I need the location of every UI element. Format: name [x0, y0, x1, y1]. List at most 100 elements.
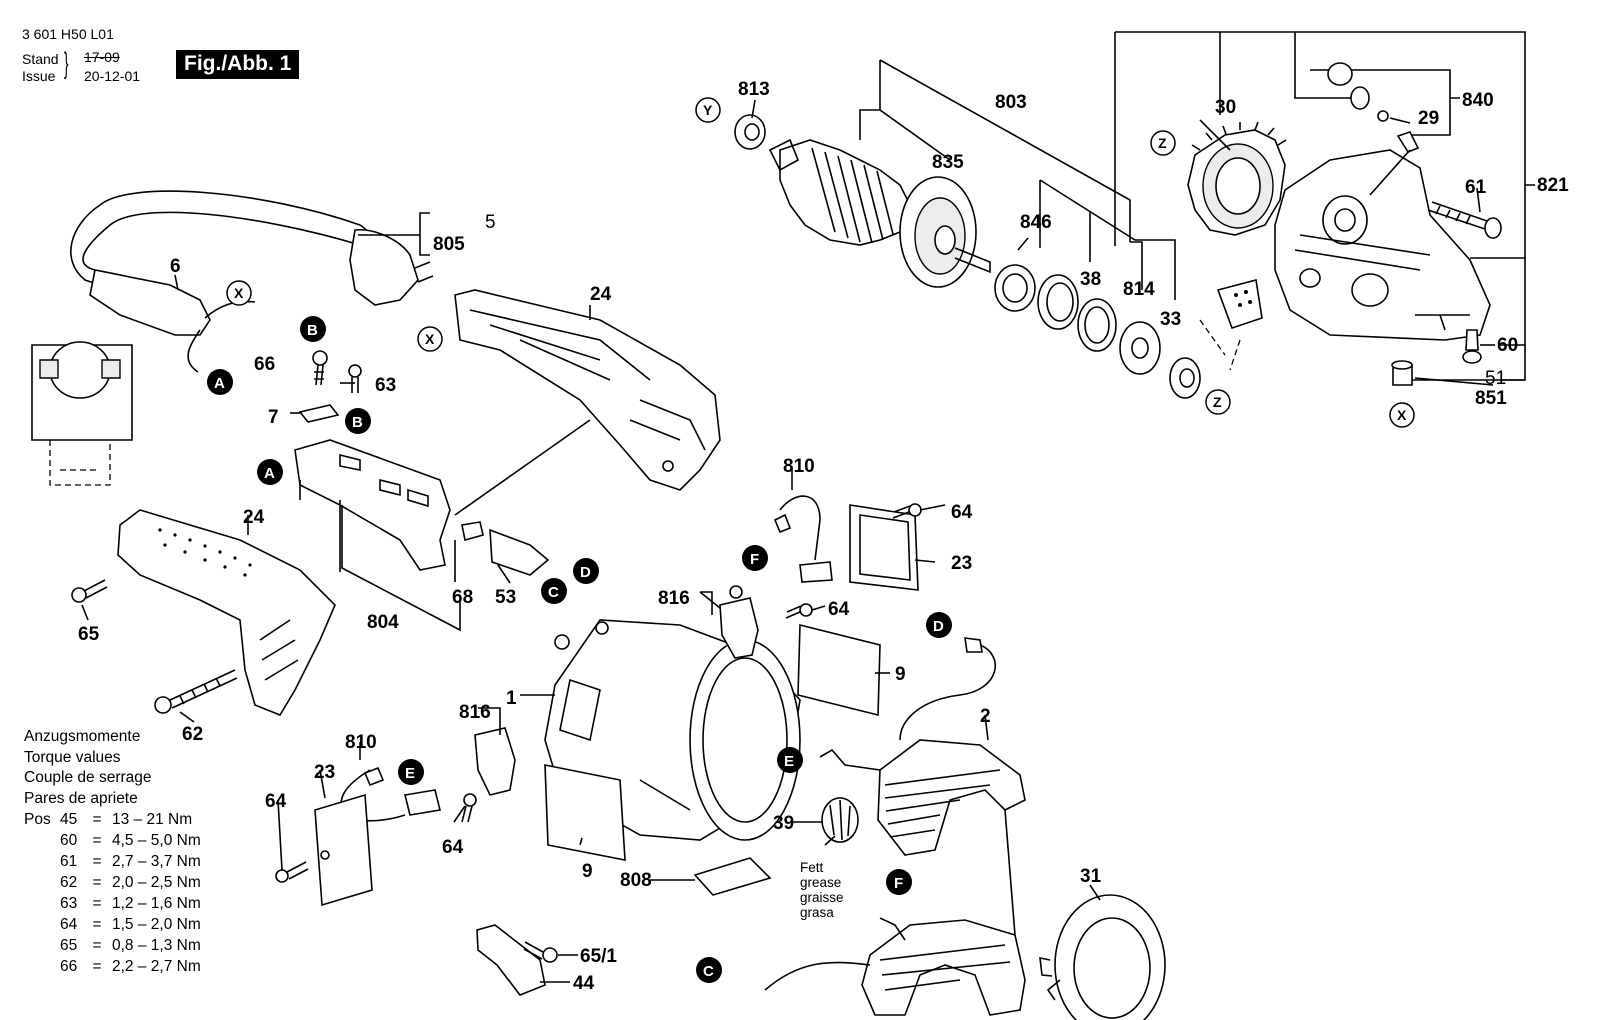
torque-value: 2,0 – 2,5 Nm	[112, 874, 201, 891]
screw-66	[312, 350, 328, 386]
stand-date: 17-09	[84, 49, 120, 65]
grease-note-de: Fett	[800, 860, 824, 875]
gear-housing	[1274, 149, 1491, 341]
label-24-upper: 24	[590, 284, 612, 305]
label-62: 62	[182, 724, 203, 745]
torque-row: 66=2,2 – 2,7 Nm	[24, 956, 207, 977]
brush-holder-816-lower	[474, 727, 516, 796]
callout-e-housing-letter: E	[784, 753, 794, 770]
torque-row: 60=4,5 – 5,0 Nm	[24, 830, 207, 851]
label-840: 840	[1462, 90, 1494, 111]
callout-y-letter: Y	[703, 102, 713, 118]
bearing-813	[734, 114, 766, 150]
torque-row: 61=2,7 – 3,7 Nm	[24, 851, 207, 872]
handle-shell-24-lower	[117, 509, 336, 716]
callout-x-handle-letter: X	[425, 331, 435, 347]
callout-e-brush	[398, 759, 424, 785]
equals-sign: =	[92, 811, 102, 828]
label-805: 805	[433, 234, 465, 255]
torque-title-de: Anzugsmomente	[24, 728, 141, 745]
brush-holder-schematic	[31, 341, 133, 486]
black-callouts: B A B A D C F D E E F C	[207, 316, 952, 983]
callout-b-cord-letter: B	[307, 322, 318, 339]
callout-b-switch-letter: B	[352, 414, 363, 431]
torque-value: 4,5 – 5,0 Nm	[112, 832, 201, 849]
label-24-lower: 24	[243, 507, 265, 528]
pos-label: Pos	[24, 811, 51, 828]
label-31: 31	[1080, 866, 1102, 887]
bracket-44	[476, 924, 546, 996]
callout-x-cord	[226, 280, 252, 306]
pos-number: 65	[60, 937, 78, 954]
washer-846	[1037, 274, 1079, 330]
label-803: 803	[995, 92, 1027, 113]
pos-number: 61	[60, 853, 78, 870]
figure-label: Fig./Abb. 1	[176, 50, 300, 79]
label-29: 29	[1418, 108, 1439, 129]
callout-a-cord-letter: A	[214, 375, 225, 392]
pos-number: 62	[60, 874, 78, 891]
callout-x-cord-letter: X	[234, 285, 244, 301]
issue-label: Issue	[22, 68, 56, 84]
label-813: 813	[738, 79, 770, 100]
callout-y	[695, 97, 721, 123]
callout-f-brush	[742, 545, 768, 571]
bracket-803	[859, 59, 1143, 290]
screw-62	[154, 669, 238, 714]
callout-b-cord	[300, 316, 326, 342]
label-835: 835	[932, 152, 964, 173]
callout-a-switch-letter: A	[264, 465, 275, 482]
equals-sign: =	[92, 937, 102, 954]
field-coil-wire-upper	[899, 637, 996, 741]
cover-23-lower	[314, 793, 373, 907]
bevel-gear-30	[1187, 121, 1287, 236]
label-1: 1	[506, 688, 517, 709]
callout-d-coil-letter: D	[933, 618, 944, 635]
label-60: 60	[1497, 335, 1518, 356]
field-coil-lower	[764, 917, 1026, 1016]
callout-a-switch	[257, 459, 283, 485]
issue-date: 20-12-01	[84, 68, 141, 84]
torque-value: 2,7 – 3,7 Nm	[112, 853, 201, 870]
pos-number: 60	[60, 832, 78, 849]
armature-835	[768, 138, 991, 288]
torque-value: 0,8 – 1,3 Nm	[112, 937, 201, 954]
label-9-upper: 9	[895, 664, 906, 685]
label-851: 851	[1475, 388, 1507, 409]
handle-shell-24	[454, 289, 721, 491]
label-65-1: 65/1	[580, 946, 617, 967]
callout-x-right	[1389, 402, 1415, 428]
ring-38	[1077, 298, 1117, 352]
torque-value: 1,2 – 1,6 Nm	[112, 895, 201, 912]
label-39: 39	[773, 813, 794, 834]
label-30: 30	[1215, 97, 1236, 118]
label-9-upper	[797, 623, 881, 717]
label-6: 6	[170, 256, 181, 277]
callout-c-switch	[541, 578, 567, 604]
callout-z-bottom	[1205, 389, 1231, 415]
grease-note-en: grease	[800, 875, 842, 890]
field-coil-2	[819, 739, 1026, 936]
callout-e-housing	[777, 747, 803, 773]
pos-number: 45	[60, 811, 78, 828]
label-804: 804	[367, 612, 399, 633]
label-38: 38	[1080, 269, 1101, 290]
pos-number: 66	[60, 958, 78, 975]
torque-value: 1,5 – 2,0 Nm	[112, 916, 201, 933]
label-53: 53	[495, 587, 516, 608]
label-23-upper: 23	[951, 553, 972, 574]
label-65: 65	[78, 624, 100, 645]
label-51: 51	[1485, 368, 1506, 389]
label-64-left: 64	[265, 791, 287, 812]
white-callouts: Y Z Z X X X	[226, 97, 1415, 428]
callout-c-switch-letter: C	[548, 584, 559, 601]
label-33: 33	[1160, 309, 1181, 330]
label-63: 63	[375, 375, 396, 396]
callout-f-brush-letter: F	[750, 551, 759, 568]
torque-row: 65 = 0,8 – 1,3 Nm	[24, 935, 207, 956]
label-64-lower: 64	[442, 837, 464, 858]
label-816-lower: 816	[459, 702, 491, 723]
leader-lines	[81, 99, 1495, 983]
